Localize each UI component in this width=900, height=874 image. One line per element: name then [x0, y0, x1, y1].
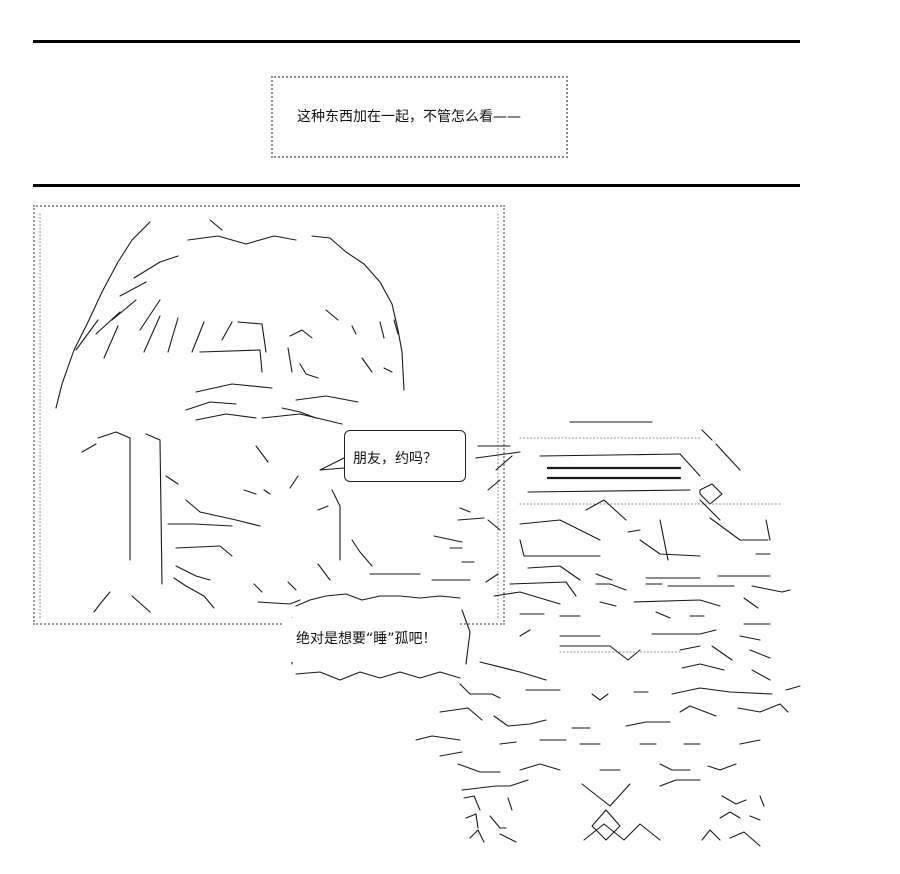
speech-bubble: [344, 430, 466, 482]
left-panel-frame: [33, 205, 505, 625]
speech-bubble-text: 朋友，约吗？: [353, 451, 437, 467]
shout-bubble-text: 绝对是想要“睡”孤吧！: [296, 631, 437, 647]
narration-caption-text: 这种东西加在一起，不管怎么看——: [297, 109, 521, 125]
left-character-figure: [39, 213, 499, 621]
top-divider-line: [33, 40, 800, 43]
shout-bubble: [282, 618, 460, 662]
narration-caption-box: 这种东西加在一起，不管怎么看——: [271, 76, 568, 158]
middle-divider-line: [33, 184, 800, 187]
right-character-group: [415, 421, 801, 847]
